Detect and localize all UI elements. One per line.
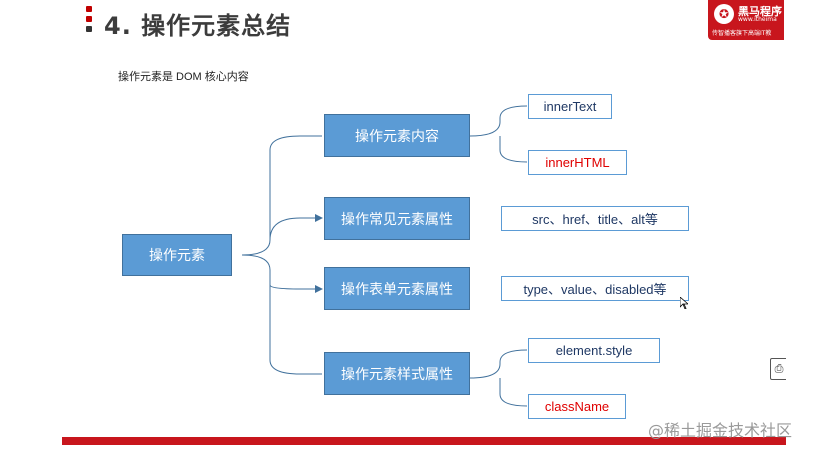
title-marker-icon	[86, 6, 96, 36]
connector-root-form	[241, 254, 301, 290]
footer-bar	[62, 437, 786, 445]
logo-name: 黑马程序	[738, 5, 782, 18]
page-title: 4. 操作元素总结	[104, 12, 292, 40]
watermark: @稀土掘金技术社区	[648, 421, 793, 440]
connector-root-content	[241, 135, 301, 256]
connector-root-attrs	[269, 217, 301, 241]
leaf-innerhtml: innerHTML	[528, 150, 627, 175]
brand-logo: ✪ 黑马程序 www.itheima 传智播客旗下高端IT教	[708, 0, 784, 40]
leaf-common-attrs: src、href、title、alt等	[501, 206, 689, 231]
mouse-cursor-icon	[680, 297, 688, 309]
right-margin	[786, 0, 819, 453]
branch-node-style: 操作元素样式属性	[324, 352, 470, 395]
leaf-innertext: innerText	[528, 94, 612, 119]
branch-node-attrs: 操作常见元素属性	[324, 197, 470, 240]
root-node: 操作元素	[122, 234, 232, 276]
leaf-classname: className	[528, 394, 626, 419]
branch-node-form: 操作表单元素属性	[324, 267, 470, 310]
logo-mark-icon: ✪	[714, 4, 734, 24]
logo-url: www.itheima	[738, 16, 777, 23]
connector-root-style	[269, 285, 301, 375]
branch-node-content: 操作元素内容	[324, 114, 470, 157]
leaf-element-style: element.style	[528, 338, 660, 363]
logo-slogan: 传智播客旗下高端IT教	[712, 30, 772, 37]
slide-subtitle: 操作元素是 DOM 核心内容	[118, 71, 249, 83]
leaf-form-attrs: type、value、disabled等	[501, 276, 689, 301]
